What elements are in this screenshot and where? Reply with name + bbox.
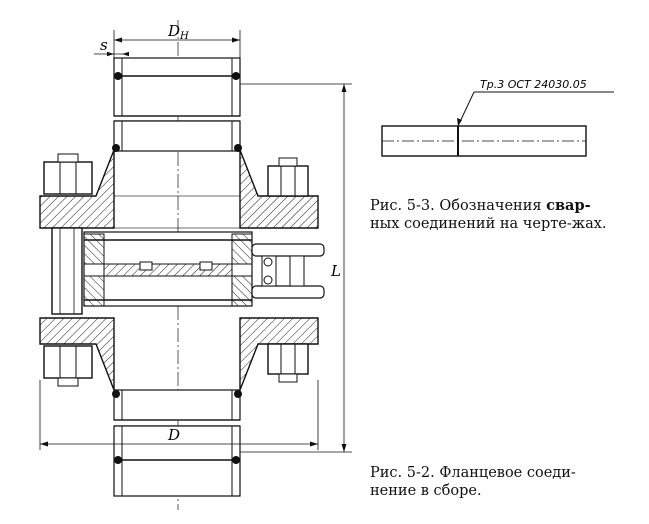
caption-figure-5-2: Рис. 5-2. Фланцевое соеди-нение в сборе. bbox=[370, 464, 620, 500]
bolt-right-top bbox=[267, 157, 309, 197]
bolt-left-bottom bbox=[43, 345, 93, 387]
caption-5-3-bold: свар- bbox=[546, 197, 591, 214]
weld-label: Тр.3 ОСТ 24030.05 bbox=[480, 78, 587, 91]
dim-d-label: D bbox=[167, 426, 180, 444]
caption-figure-5-3: Рис. 5-3. Обозначения свар- ных соединен… bbox=[370, 197, 620, 233]
clamp-detail bbox=[251, 243, 325, 299]
dim-l-label: L bbox=[330, 262, 341, 280]
dim-dh-label: DH bbox=[167, 22, 189, 42]
bolt-left-top bbox=[43, 153, 93, 195]
dim-s-label: s bbox=[100, 36, 108, 54]
caption-5-2-text: Рис. 5-2. Фланцевое соеди-нение в сборе. bbox=[370, 465, 576, 499]
caption-5-3-part1: Рис. 5-3. Обозначения bbox=[370, 198, 547, 214]
weld-symbol-figure: Тр.3 ОСТ 24030.05 bbox=[381, 78, 614, 157]
caption-5-3-part2: ных соединений на черте-жах. bbox=[370, 216, 607, 232]
bolt-right-bottom bbox=[267, 343, 309, 383]
